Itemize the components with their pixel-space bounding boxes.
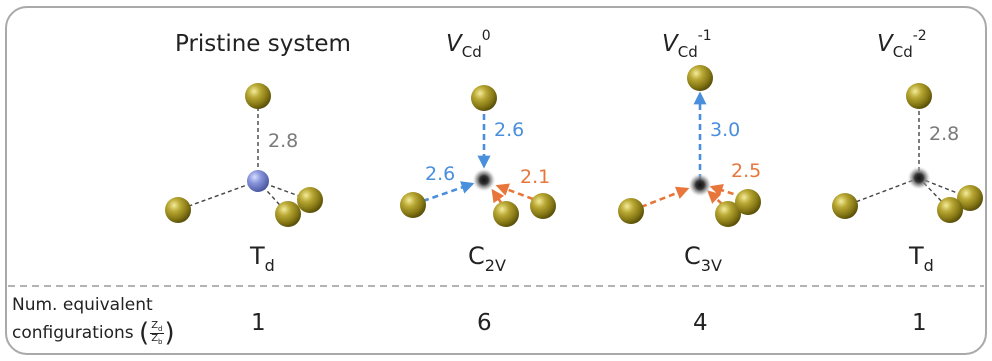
te-atom xyxy=(957,185,983,211)
frac-denominator: Z xyxy=(151,332,159,344)
blue-arrow xyxy=(422,181,475,203)
count-vcd2: 1 xyxy=(912,310,927,336)
pristine-structure xyxy=(165,83,323,227)
header-vcd2: VCd-2 xyxy=(877,29,927,60)
te-atom xyxy=(530,193,556,219)
bond-line xyxy=(844,177,920,207)
orange-arrow xyxy=(495,183,534,201)
row-label-configurations: configurations xyxy=(12,323,134,343)
header-vcd1: VCd-1 xyxy=(662,29,712,60)
header-vcd0: VCd0 xyxy=(446,29,491,60)
te-atom xyxy=(297,187,323,213)
header-vcd0-sub: Cd xyxy=(461,43,482,61)
te-atom xyxy=(471,85,497,111)
te-atom xyxy=(275,201,301,227)
count-pristine: 1 xyxy=(251,310,266,336)
te-atom xyxy=(937,197,963,223)
te-atom xyxy=(165,197,191,223)
distance-vcd1-right: 2.5 xyxy=(731,160,762,182)
symmetry-vcd2: Td xyxy=(909,242,934,274)
distance-vcd1-top: 3.0 xyxy=(710,119,741,141)
symmetry-vcd0: C2V xyxy=(468,242,506,274)
distance-vcd0-top: 2.6 xyxy=(494,119,525,141)
te-atom xyxy=(906,83,932,109)
symmetry-vcd2-sub: d xyxy=(923,256,934,275)
symmetry-vcd1-base: C xyxy=(684,242,701,270)
count-vcd1: 4 xyxy=(693,310,708,336)
header-vcd1-sup: -1 xyxy=(697,28,712,44)
header-vcd2-sup: -2 xyxy=(912,28,927,44)
symmetry-vcd1: C3V xyxy=(684,242,722,274)
vacancy-site xyxy=(688,173,712,197)
vacancy-site xyxy=(907,166,931,190)
orange-arrow xyxy=(707,190,723,205)
vcd2-structure xyxy=(832,83,983,223)
header-vcd2-sub: Cd xyxy=(892,43,913,61)
header-vcd0-base: V xyxy=(446,31,462,57)
header-vcd2-base: V xyxy=(877,31,893,57)
bond-line xyxy=(177,180,259,211)
header-pristine: Pristine system xyxy=(175,31,351,57)
count-vcd0: 6 xyxy=(477,310,492,336)
distance-vcd0-left: 2.6 xyxy=(425,163,456,185)
header-vcd1-base: V xyxy=(662,31,678,57)
symmetry-vcd0-sub: 2V xyxy=(484,256,506,275)
te-atom xyxy=(618,198,644,224)
te-atom xyxy=(493,201,519,227)
cd-atom xyxy=(247,170,269,192)
te-atom xyxy=(400,192,426,218)
symmetry-pristine-sub: d xyxy=(264,256,275,275)
vcd0-structure xyxy=(400,85,556,227)
te-atom xyxy=(245,83,271,109)
frac-numerator-sub: d xyxy=(158,324,163,333)
distance-vcd0-right: 2.1 xyxy=(520,166,551,188)
orange-arrow xyxy=(640,186,690,209)
orange-arrow xyxy=(491,188,505,205)
symmetry-vcd1-sub: 3V xyxy=(700,256,722,275)
te-atom xyxy=(735,189,761,215)
header-vcd0-sup: 0 xyxy=(481,28,491,44)
row-label-line1: Num. equivalent xyxy=(12,295,153,315)
symmetry-vcd2-base: T xyxy=(909,242,924,270)
symmetry-pristine-base: T xyxy=(250,242,265,270)
distance-vcd2-top: 2.8 xyxy=(929,123,960,145)
distance-pristine-top: 2.8 xyxy=(268,130,299,152)
te-atom xyxy=(687,65,713,91)
figure-frame xyxy=(5,6,987,355)
te-atom xyxy=(832,193,858,219)
symmetry-vcd0-base: C xyxy=(468,242,485,270)
te-atom xyxy=(715,201,741,227)
header-vcd1-sub: Cd xyxy=(677,43,698,61)
frac-numerator: Z xyxy=(151,319,159,331)
frac-denominator-sub: b xyxy=(158,337,163,346)
vacancy-site xyxy=(472,168,496,192)
vcd1-structure xyxy=(618,65,761,227)
symmetry-pristine: Td xyxy=(250,242,275,274)
